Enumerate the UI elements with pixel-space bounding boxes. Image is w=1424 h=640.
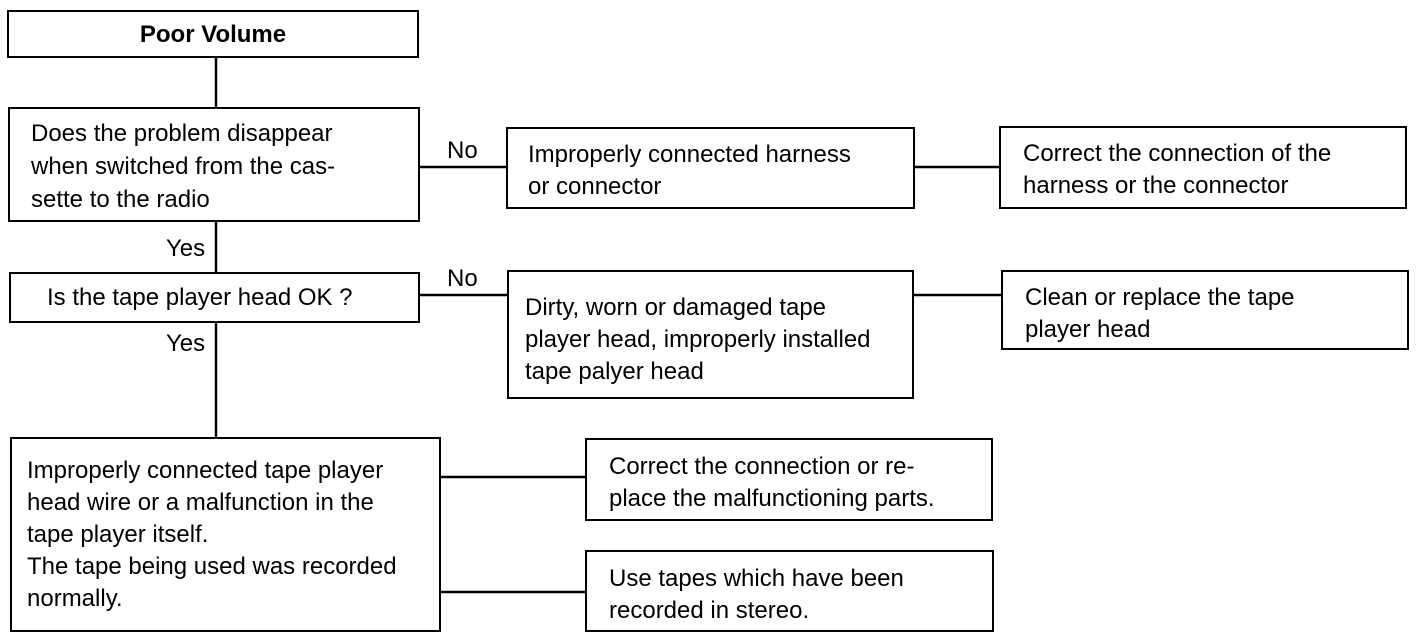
final-action-1-box: Correct the connection or re- place the … bbox=[585, 438, 993, 521]
final-action-1-line-1: Correct the connection or re- bbox=[609, 453, 915, 480]
final-action-2-line-1: Use tapes which have been bbox=[609, 565, 904, 592]
cause-1-line-2: or connector bbox=[528, 173, 662, 200]
cause-2-line-2: player head, improperly installed bbox=[525, 326, 871, 353]
question-2-yes-label: Yes bbox=[166, 330, 206, 357]
question-1-line-3: sette to the radio bbox=[31, 186, 210, 213]
final-action-2-line-2: recorded in stereo. bbox=[609, 597, 810, 624]
question-1-line-2: when switched from the cas- bbox=[31, 153, 336, 180]
action-1-line-2: harness or the connector bbox=[1023, 172, 1289, 199]
question-1-no-label: No bbox=[447, 137, 478, 164]
question-1-line-1: Does the problem disappear bbox=[31, 120, 333, 147]
final-cause-box: Improperly connected tape player head wi… bbox=[10, 437, 441, 632]
final-cause-line-5: normally. bbox=[27, 585, 123, 612]
cause-2-box: Dirty, worn or damaged tape player head,… bbox=[507, 270, 914, 399]
cause-1-box: Improperly connected harness or connecto… bbox=[506, 127, 915, 209]
final-cause-line-4: The tape being used was recorded bbox=[27, 553, 397, 580]
action-2-box: Clean or replace the tape player head bbox=[1001, 270, 1409, 350]
start-title: Poor Volume bbox=[139, 21, 287, 48]
cause-2-line-3: tape palyer head bbox=[525, 358, 704, 385]
final-cause-line-3: tape player itself. bbox=[27, 521, 209, 548]
question-2-no-label: No bbox=[447, 265, 478, 292]
question-2-box: Is the tape player head OK ? bbox=[9, 272, 420, 323]
final-action-2-box: Use tapes which have been recorded in st… bbox=[585, 550, 994, 632]
final-cause-line-2: head wire or a malfunction in the bbox=[27, 489, 374, 516]
action-1-line-1: Correct the connection of the bbox=[1023, 140, 1332, 167]
action-1-box: Correct the connection of the harness or… bbox=[999, 126, 1407, 209]
final-action-1-line-2: place the malfunctioning parts. bbox=[609, 485, 935, 512]
final-cause-line-1: Improperly connected tape player bbox=[27, 457, 384, 484]
question-1-yes-label: Yes bbox=[166, 235, 206, 262]
question-1-box: Does the problem disappear when switched… bbox=[8, 107, 420, 222]
start-box: Poor Volume bbox=[7, 10, 419, 58]
cause-2-line-1: Dirty, worn or damaged tape bbox=[525, 294, 827, 321]
cause-1-line-1: Improperly connected harness bbox=[528, 141, 851, 168]
question-2-text: Is the tape player head OK ? bbox=[47, 284, 353, 311]
action-2-line-2: player head bbox=[1025, 316, 1151, 343]
action-2-line-1: Clean or replace the tape bbox=[1025, 284, 1295, 311]
